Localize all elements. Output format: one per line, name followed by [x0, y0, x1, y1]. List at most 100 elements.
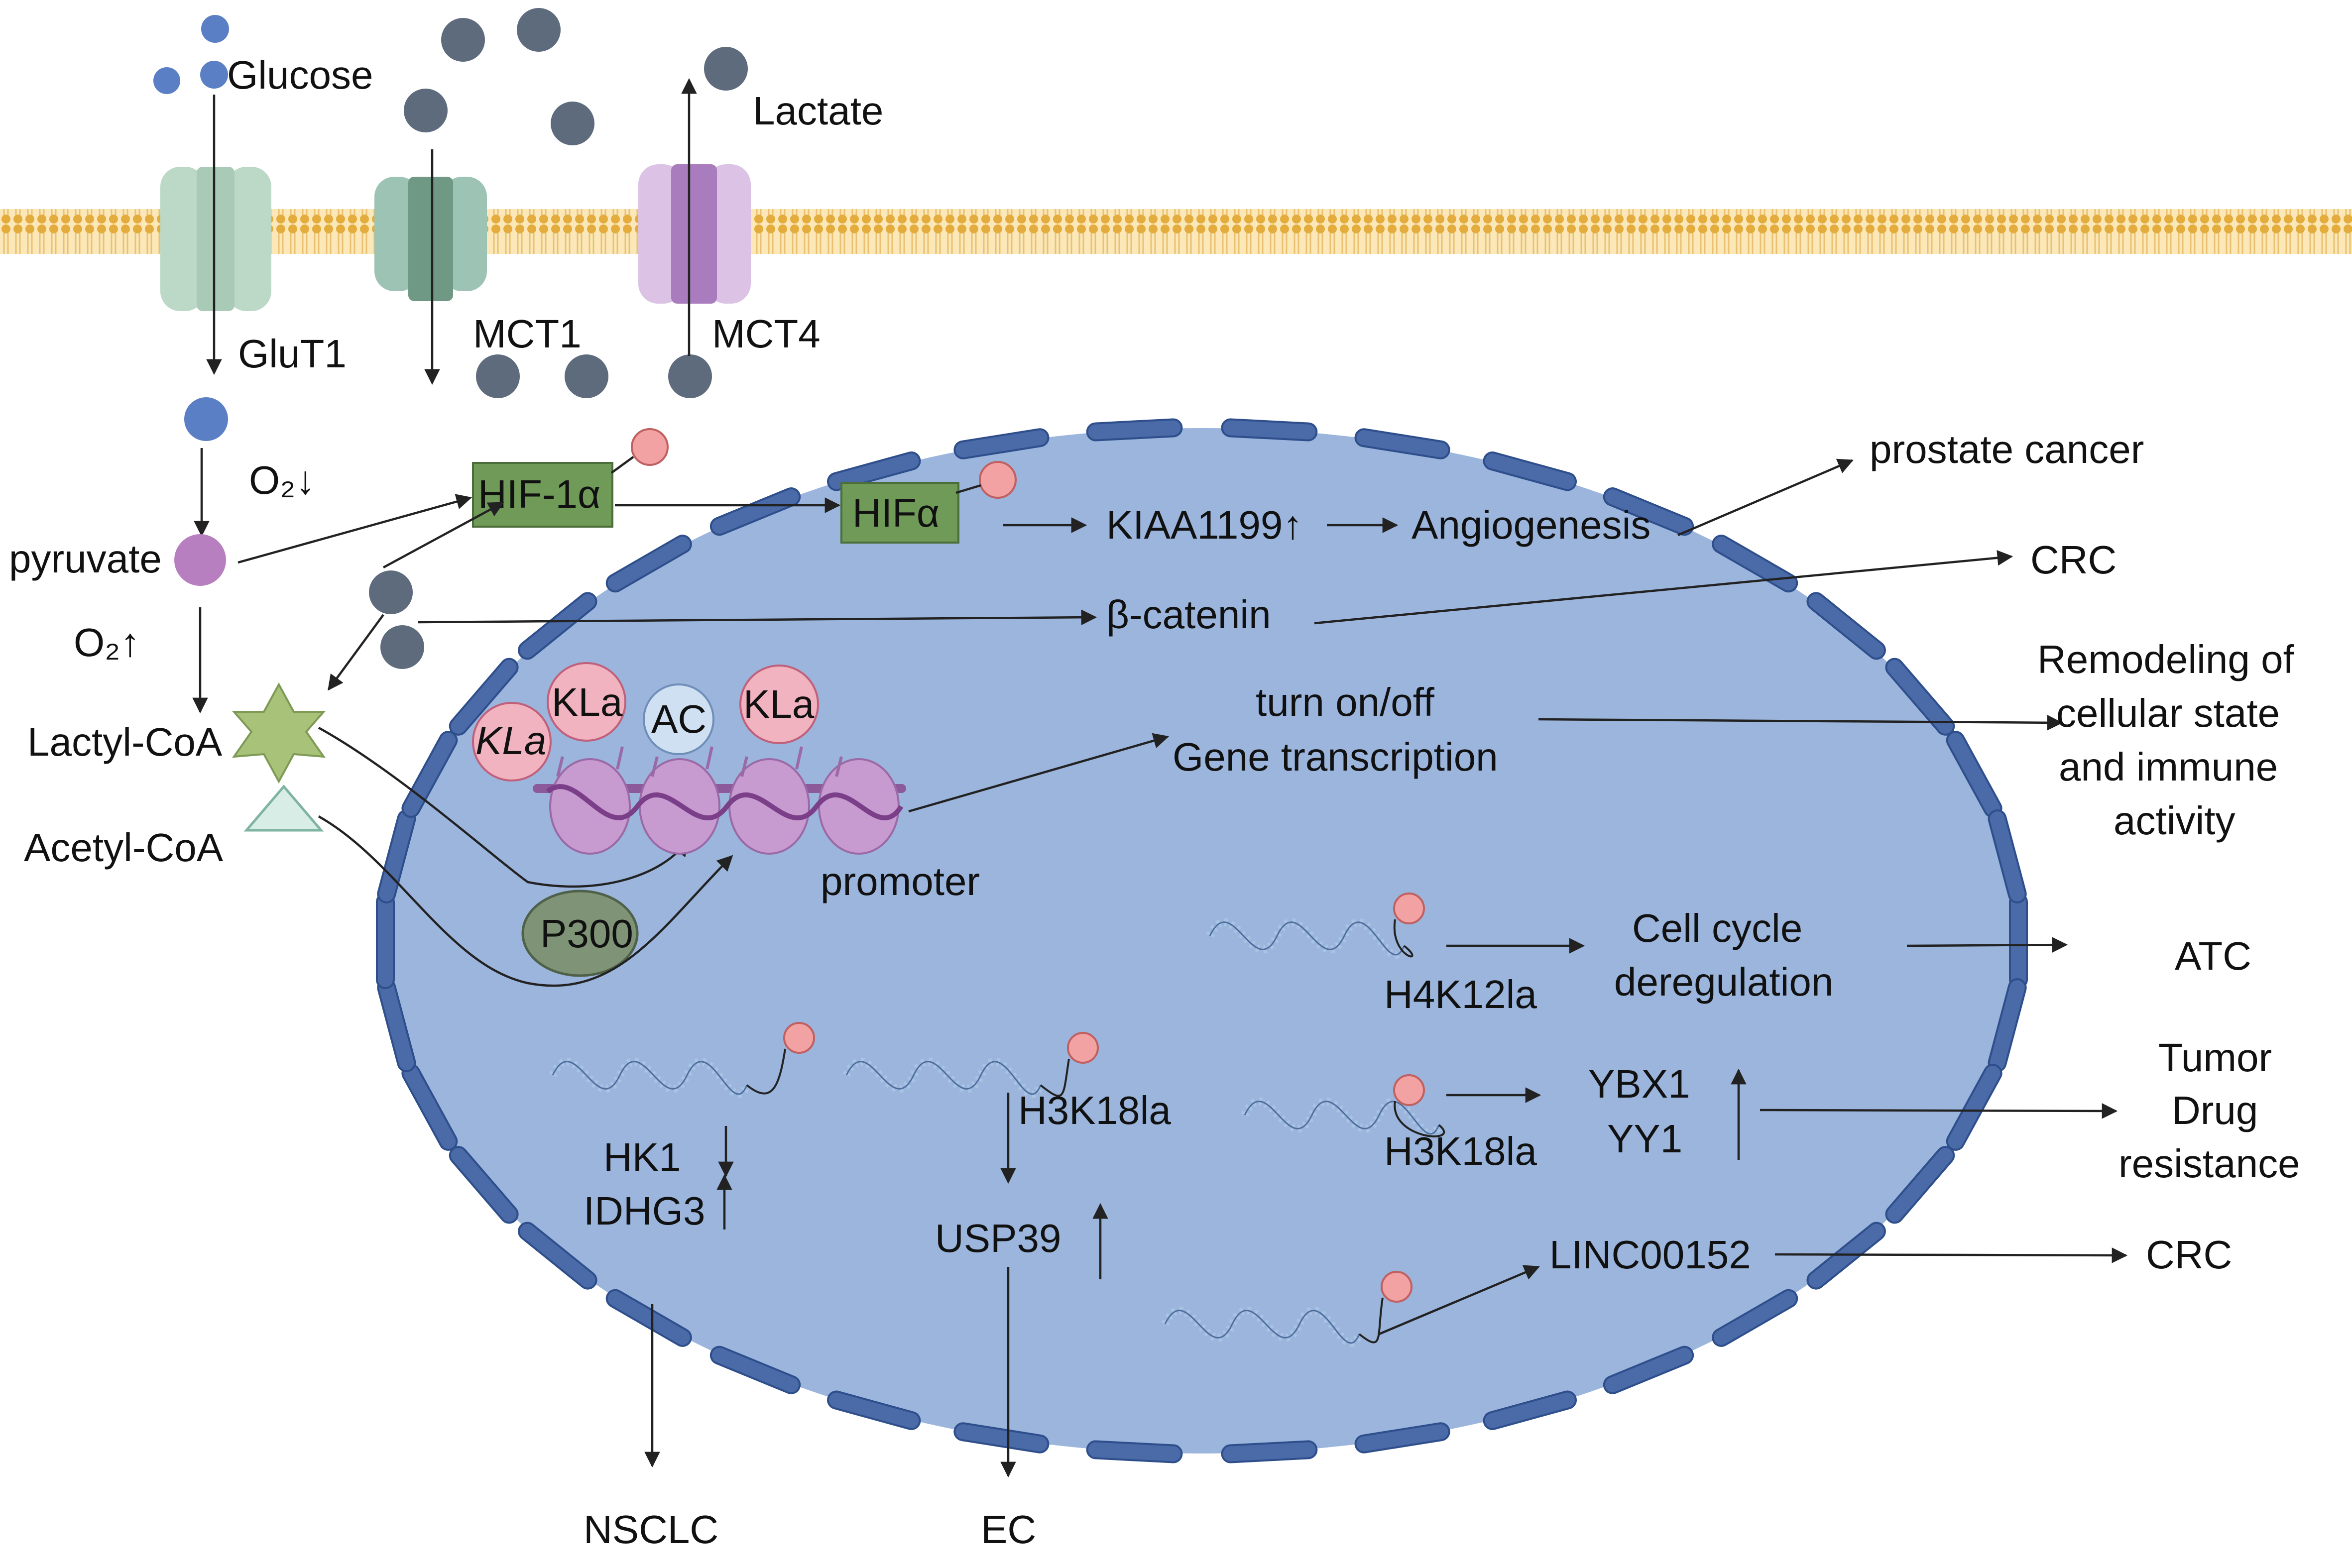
mct1-transporter [374, 177, 487, 301]
ac-circle [643, 683, 714, 755]
yy1-label: YY1 [1607, 1117, 1682, 1161]
outcome-atc: ATC [2175, 934, 2251, 978]
envelope-segment [605, 535, 692, 593]
envelope-segment [449, 658, 519, 736]
kla-circle-2 [547, 662, 626, 742]
promoter-label: promoter [821, 859, 980, 903]
hif1a-label: HIF-1α [478, 472, 600, 516]
nuclear-envelope [376, 418, 2028, 1463]
h3k18la-label-1: H3K18la [1018, 1088, 1171, 1132]
lactate-molecules [404, 8, 748, 145]
outcome-crc-1: CRC [2030, 538, 2117, 582]
envelope-segment [1806, 592, 1886, 660]
envelope-segment [1086, 1440, 1183, 1463]
histone-tail [1394, 1101, 1445, 1137]
envelope-segment [1086, 418, 1183, 442]
hk1-label: HK1 [603, 1135, 681, 1179]
p300-enzyme [521, 890, 639, 977]
turn-on-off-label: turn on/off [1256, 680, 1435, 724]
glucose-label: Glucose [227, 53, 373, 97]
envelope-segment [1712, 535, 1798, 593]
envelope-segment [1354, 1422, 1450, 1454]
mct4-label: MCT4 [712, 312, 821, 356]
dna-strands [549, 893, 1445, 1347]
hifa-label: HIFα [852, 491, 940, 535]
histone-tail [1393, 919, 1413, 958]
glut1-label: GluT1 [238, 332, 347, 376]
envelope-segment [1221, 418, 1318, 442]
envelope-segment [1221, 1440, 1318, 1463]
kla-circle-3 [739, 665, 819, 744]
kla-label-2: KLa [552, 680, 623, 724]
outcome-resistance: resistance [2118, 1141, 2300, 1186]
envelope-segment [709, 487, 801, 536]
outcome-remodeling-4: activity [2114, 798, 2235, 843]
glucose-molecules [153, 15, 229, 94]
outcome-tumor: Tumor [2158, 1035, 2272, 1080]
kla-label-3: KLa [743, 682, 815, 726]
lactyl-coa-star [232, 682, 326, 784]
hifa-box [840, 482, 959, 544]
mct4-transporter [638, 164, 751, 304]
gene-transcription-label: Gene transcription [1173, 735, 1498, 779]
outcome-crc-2: CRC [2146, 1232, 2232, 1277]
lactylation-dot [1393, 1074, 1425, 1106]
h3k18la-label-2: H3K18la [1384, 1129, 1537, 1173]
glut1-transporter [160, 167, 271, 311]
glucose-molecule-inside [184, 397, 228, 441]
hifa-phospho-dot [979, 461, 1017, 499]
envelope-segment [1483, 1390, 1577, 1430]
usp39-label: USP39 [935, 1216, 1061, 1260]
envelope-segment [1483, 451, 1577, 491]
envelope-segment [2009, 893, 2028, 989]
envelope-segment [376, 893, 395, 989]
envelope-segment [518, 1222, 597, 1290]
cell-cycle-label-1: Cell cycle [1632, 906, 1802, 950]
outcome-ec: EC [981, 1507, 1036, 1552]
ac-label: AC [651, 697, 706, 741]
outcome-remodeling-2: cellular state [2056, 691, 2280, 735]
ybx1-label: YBX1 [1588, 1062, 1690, 1106]
angiogenesis-label: Angiogenesis [1411, 503, 1650, 547]
outcome-drug: Drug [2172, 1088, 2258, 1132]
lactyl-coa-label: Lactyl-CoA [27, 720, 223, 764]
p300-label: P300 [540, 911, 633, 956]
outcome-prostate-cancer: prostate cancer [1870, 427, 2144, 471]
histone-tail [1358, 1297, 1384, 1344]
envelope-segment [827, 451, 921, 491]
envelope-segment [1885, 1146, 1955, 1224]
mct1-label: MCT1 [473, 312, 582, 356]
pyruvate-label: pyruvate [9, 537, 162, 581]
cell-cycle-label-2: deregulation [1614, 960, 1833, 1004]
lactylation-dot [1381, 1271, 1412, 1303]
lactate-label: Lactate [753, 89, 883, 133]
idhg3-label: IDHG3 [584, 1189, 706, 1233]
lactate-molecules-inside [476, 354, 712, 398]
envelope-segment [1988, 809, 2027, 903]
beta-catenin-label: β-catenin [1106, 592, 1271, 637]
o2-up-label: O₂↑ [74, 620, 140, 665]
envelope-segment [518, 592, 597, 660]
envelope-segment [953, 1422, 1050, 1454]
histone-tail [746, 1048, 786, 1095]
kla-circle-1 [472, 702, 552, 782]
envelope-segment [827, 1390, 921, 1430]
lactate-molecules-cytoplasm [369, 570, 424, 669]
histone-tail [1040, 1058, 1070, 1097]
kiaa1199-label: KIAA1199↑ [1106, 503, 1302, 547]
acetyl-coa-label: Acetyl-CoA [24, 825, 224, 870]
envelope-segment [953, 428, 1050, 459]
envelope-segment [709, 1345, 801, 1394]
outcome-remodeling-1: Remodeling of [2037, 637, 2295, 681]
envelope-segment [1603, 1345, 1694, 1394]
linc00152-label: LINC00152 [1549, 1232, 1751, 1277]
kla-label-1: KLa [475, 718, 546, 763]
hif1a-phospho-dot [631, 428, 669, 466]
outcome-nsclc: NSCLC [584, 1507, 718, 1552]
cell-membrane [0, 209, 2352, 254]
lactylation-dot [783, 1022, 815, 1054]
envelope-segment [1712, 1289, 1798, 1347]
lactylation-dot [1393, 893, 1425, 924]
pyruvate-molecule [174, 534, 226, 586]
